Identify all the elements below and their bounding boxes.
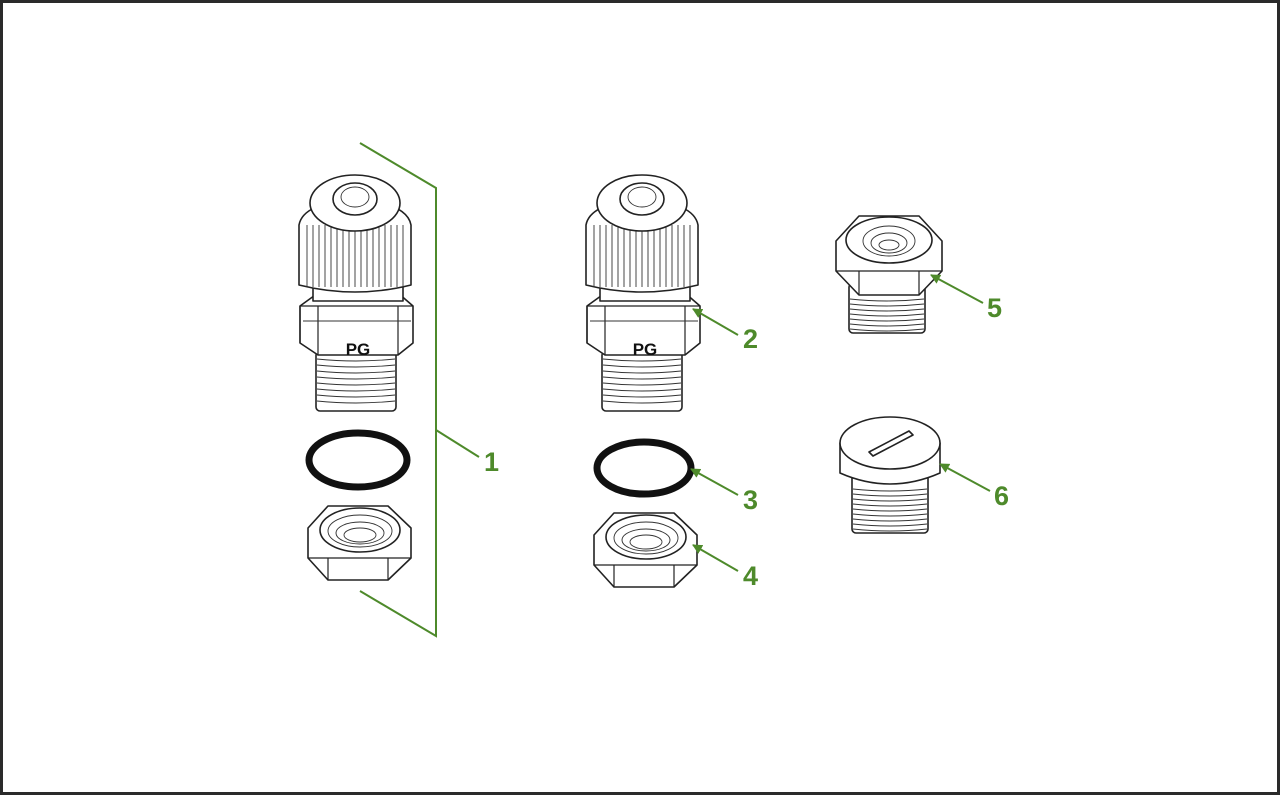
thread-line bbox=[852, 513, 928, 517]
callout-3: 3 bbox=[743, 485, 758, 515]
gland-thread-middle bbox=[601, 350, 683, 412]
thread-line bbox=[316, 382, 396, 386]
gland-cap-middle bbox=[585, 174, 699, 293]
callout-1: 1 bbox=[484, 447, 499, 477]
thread-line bbox=[849, 303, 925, 307]
thread-line bbox=[602, 358, 682, 362]
thread-line bbox=[849, 313, 925, 317]
thread-line bbox=[316, 394, 396, 398]
pg-marking-middle: PG bbox=[633, 340, 658, 359]
leader-6 bbox=[939, 463, 991, 492]
thread-line bbox=[849, 328, 925, 332]
callout-4: 4 bbox=[743, 561, 758, 591]
thread-line bbox=[852, 493, 928, 497]
thread-line bbox=[602, 370, 682, 374]
pg-marking-left: PG bbox=[346, 340, 371, 359]
thread-line bbox=[849, 323, 925, 327]
lock-nut-left bbox=[307, 505, 412, 581]
leader-2 bbox=[692, 308, 739, 336]
o-ring-middle bbox=[593, 438, 695, 498]
thread-line bbox=[602, 394, 682, 398]
thread-line bbox=[316, 376, 396, 380]
gland-assembly-left: PG bbox=[298, 174, 414, 412]
thread-line bbox=[316, 358, 396, 362]
thread-line bbox=[852, 488, 928, 492]
callout-2: 2 bbox=[743, 324, 758, 354]
lock-nut-middle bbox=[593, 512, 698, 588]
thread-line bbox=[852, 503, 928, 507]
thread-line bbox=[602, 382, 682, 386]
thread-line bbox=[849, 318, 925, 322]
bracket-set-1 bbox=[359, 142, 480, 638]
thread-line bbox=[849, 308, 925, 312]
thread-line bbox=[849, 298, 925, 302]
leader-3 bbox=[690, 468, 739, 496]
blanking-plug bbox=[839, 416, 941, 534]
reducer bbox=[835, 215, 943, 334]
thread-line bbox=[852, 508, 928, 512]
thread-line bbox=[852, 498, 928, 502]
exploded-parts-diagram: PG 1 bbox=[298, 142, 1009, 638]
o-ring-left bbox=[305, 429, 411, 491]
callout-6: 6 bbox=[994, 481, 1009, 511]
leader-5 bbox=[930, 274, 984, 304]
thread-line bbox=[602, 376, 682, 380]
leader-4 bbox=[692, 544, 739, 572]
callout-5: 5 bbox=[987, 293, 1002, 323]
thread-line bbox=[316, 388, 396, 392]
gland-hex-body-left: PG bbox=[299, 292, 414, 359]
thread-line bbox=[602, 388, 682, 392]
thread-line bbox=[316, 364, 396, 368]
gland-hex-body-middle: PG bbox=[586, 292, 701, 359]
thread-line bbox=[316, 400, 396, 404]
thread-line bbox=[602, 364, 682, 368]
gland-assembly-middle: PG bbox=[585, 174, 701, 412]
gland-cap-left bbox=[298, 174, 412, 293]
thread-line bbox=[852, 523, 928, 527]
gland-thread-left bbox=[315, 350, 397, 412]
thread-line bbox=[602, 400, 682, 404]
thread-line bbox=[316, 370, 396, 374]
thread-line bbox=[852, 528, 928, 532]
thread-line bbox=[852, 518, 928, 522]
